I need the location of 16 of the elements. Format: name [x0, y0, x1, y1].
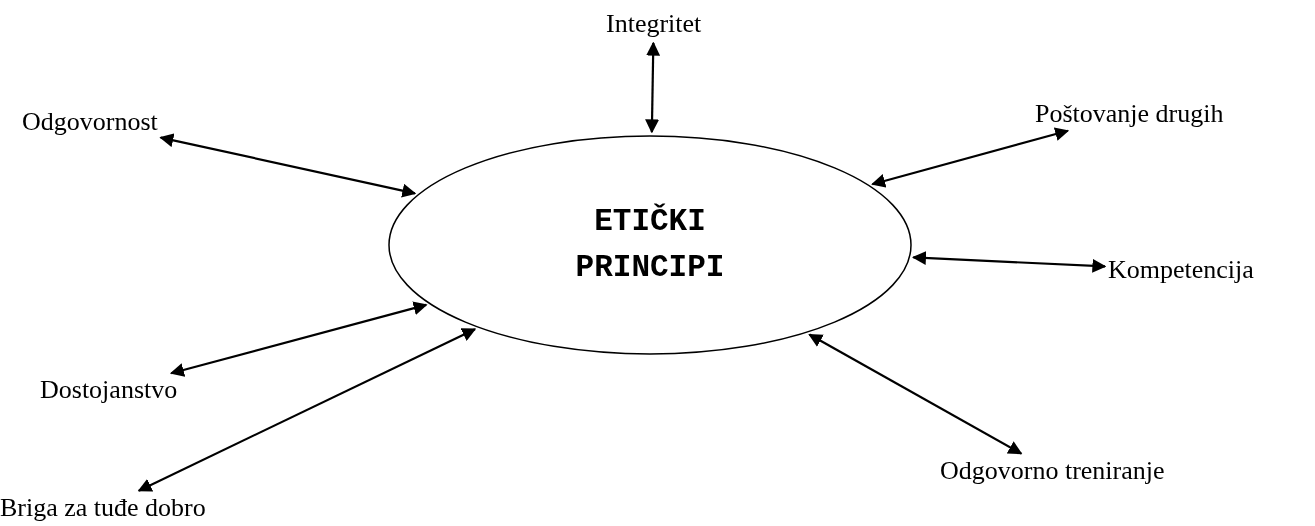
double-arrow — [137, 328, 477, 492]
double-arrow — [645, 41, 661, 134]
ellipse-title: ETIČKI PRINCIPI — [574, 202, 726, 287]
double-arrow — [169, 301, 428, 377]
concept-label: Dostojanstvo — [40, 374, 178, 406]
double-arrow — [808, 333, 1023, 455]
concept-label: Poštovanje drugih — [1035, 98, 1224, 130]
double-arrow — [159, 133, 417, 198]
concept-label: Odgovorno treniranje — [940, 455, 1165, 487]
double-arrow — [871, 127, 1070, 188]
concept-label: Odgovornost — [22, 106, 158, 138]
ellipse-node — [388, 135, 912, 355]
concept-label: Integritet — [606, 8, 702, 40]
double-arrow — [911, 251, 1107, 273]
concept-label: Briga za tuđe dobro — [0, 492, 206, 524]
concept-label: Kompetencija — [1108, 254, 1254, 286]
